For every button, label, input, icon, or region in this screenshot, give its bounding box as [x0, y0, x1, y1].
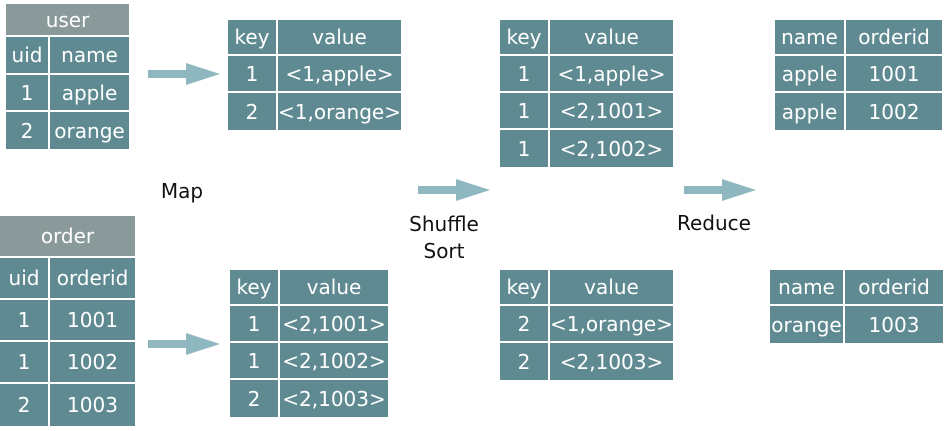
arrow-order-to-map: [148, 333, 220, 355]
table-cell: <1,orange>: [278, 93, 401, 130]
table-cell: <1,orange>: [550, 306, 673, 343]
table-cell: 1: [230, 343, 280, 380]
table-cell: 1: [6, 75, 50, 112]
arrow-right-icon: [148, 63, 220, 85]
table-cell: <2,1002>: [550, 130, 673, 167]
table-cell: <2,1003>: [550, 343, 673, 380]
table-cell: apple: [50, 75, 129, 112]
column-header: uid: [0, 258, 50, 300]
arrow-right-icon: [684, 179, 756, 201]
table-cell: 1001: [846, 56, 942, 93]
table-cell: 1002: [846, 93, 942, 130]
table-cell: <1,apple>: [550, 56, 673, 93]
table-cell: 1: [0, 300, 50, 342]
map-label: Map: [160, 179, 204, 203]
arrow-right-icon: [148, 333, 220, 355]
column-header: name: [775, 20, 846, 56]
table-caption: order: [0, 216, 135, 258]
arrow-right-icon: [418, 179, 490, 201]
column-header: name: [770, 270, 845, 306]
table-cell: apple: [775, 93, 846, 130]
table-cell: 2: [6, 112, 50, 149]
table-cell: 1: [500, 93, 550, 130]
table-cell: 2: [230, 380, 280, 417]
table-cell: 1001: [50, 300, 135, 342]
column-header: orderid: [846, 20, 942, 56]
table-cell: orange: [50, 112, 129, 149]
table-cell: <1,apple>: [278, 56, 401, 93]
column-header: key: [230, 270, 280, 306]
sort-label: Sort: [423, 239, 465, 263]
table-cell: orange: [770, 306, 845, 343]
table-cell: <2,1002>: [280, 343, 388, 380]
table-cell: 1: [500, 56, 550, 93]
table-cell: 2: [228, 93, 278, 130]
table-cell: 2: [0, 384, 50, 426]
table-cell: apple: [775, 56, 846, 93]
table-caption: user: [6, 4, 129, 37]
table-cell: 1002: [50, 342, 135, 384]
column-header: orderid: [845, 270, 943, 306]
column-header: key: [500, 20, 550, 56]
shuffle-label: Shuffle: [409, 212, 479, 236]
column-header: value: [278, 20, 401, 56]
column-header: name: [50, 37, 129, 75]
arrow-shuffle-to-reduce: [684, 179, 756, 201]
column-header: uid: [6, 37, 50, 75]
column-header: value: [550, 20, 673, 56]
column-header: value: [550, 270, 673, 306]
arrow-user-to-map: [148, 63, 220, 85]
column-header: key: [500, 270, 550, 306]
table-cell: 2: [500, 343, 550, 380]
table-cell: <2,1003>: [280, 380, 388, 417]
table-cell: <2,1001>: [550, 93, 673, 130]
table-cell: 1: [228, 56, 278, 93]
column-header: orderid: [50, 258, 135, 300]
column-header: key: [228, 20, 278, 56]
table-cell: 1003: [50, 384, 135, 426]
table-cell: 1003: [845, 306, 943, 343]
column-header: value: [280, 270, 388, 306]
reduce-label: Reduce: [677, 211, 751, 235]
table-cell: 1: [500, 130, 550, 167]
table-cell: 2: [500, 306, 550, 343]
table-cell: 1: [0, 342, 50, 384]
arrow-map-to-shuffle: [418, 179, 490, 201]
table-cell: 1: [230, 306, 280, 343]
table-cell: <2,1001>: [280, 306, 388, 343]
